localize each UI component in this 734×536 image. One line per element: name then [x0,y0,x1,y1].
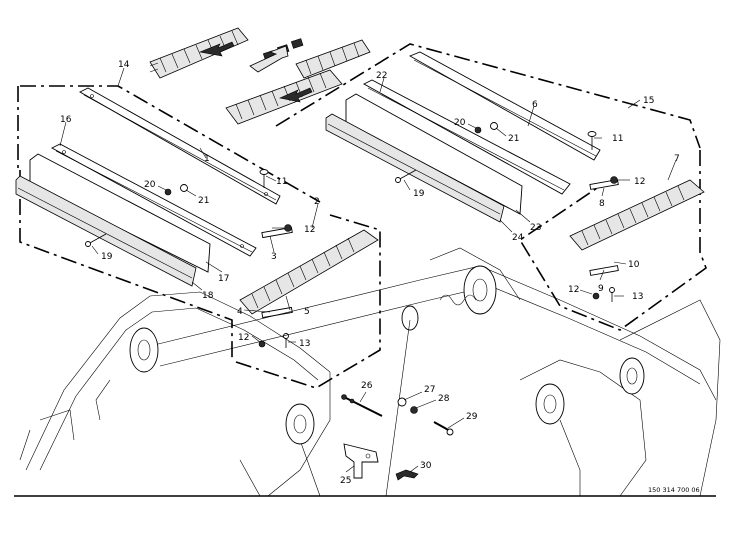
callout-12d: 12 [568,285,579,295]
nut-icon-12c [610,176,618,184]
strip-part-18 [15,175,197,287]
callout-2: 2 [314,197,320,207]
strip-part-24 [325,113,505,223]
callout-19a: 19 [101,252,113,262]
callout-15: 15 [643,96,654,106]
callout-20b: 20 [454,118,466,128]
arrow-icon-large-down-left [249,45,289,73]
callout-13b: 13 [632,292,643,302]
pulley-icon-left [129,327,159,373]
callout-21b: 21 [508,134,519,144]
washer-part-28 [410,406,418,414]
rail-part-16 [51,143,257,257]
rail-part-6 [408,51,601,161]
callout-4: 4 [237,307,243,317]
callout-25: 25 [340,476,351,486]
callout-27: 27 [424,385,435,395]
slat-assembly-left [239,226,379,319]
callout-13a: 13 [299,339,310,349]
bolt-part-29 [433,421,454,436]
bolt-icon-11b [587,131,597,150]
slat-strip-upper [149,27,249,79]
callout-11a: 11 [276,177,287,187]
leader-lines [59,67,677,473]
rail-part-22 [363,79,571,195]
drawing-code: 150 314 700 06 [648,486,700,494]
pulley-icon-right-low [535,383,565,425]
callout-21a: 21 [198,196,209,206]
nut-icon-20b [474,126,482,134]
callout-1: 1 [204,154,210,164]
callout-19b: 19 [413,189,425,199]
callout-11b: 11 [612,134,623,144]
washer-icon-21b [490,122,498,130]
arrow-icon-left-down-2 [279,87,313,103]
callout-9: 9 [598,284,604,294]
nut-icon-12a [284,224,292,232]
callout-28: 28 [438,394,450,404]
bolt-icon-11a [259,169,269,188]
callout-29: 29 [466,412,478,422]
callout-14: 14 [118,60,130,70]
panel-part-17 [29,153,211,273]
callout-7: 7 [674,154,680,164]
pulley-icon-far-right [619,357,645,395]
callout-12b: 12 [238,333,249,343]
frame-group-14 [17,85,381,389]
rail-part-1 [79,87,281,205]
callout-8: 8 [599,199,605,209]
callout-6: 6 [532,100,538,110]
pulley-icon-mid [401,305,419,331]
panel-part-23 [345,93,523,215]
machine-frame [19,247,721,497]
bolt-icon-13b [609,287,615,302]
lever-part-30 [395,469,419,481]
callout-17: 17 [218,274,229,284]
washer-part-27 [397,397,407,407]
slat-strip-right [295,39,371,79]
turnbuckle-part-26 [341,394,383,417]
callout-20a: 20 [144,180,156,190]
callout-26: 26 [361,381,373,391]
nut-icon-12d [592,292,600,300]
callout-16: 16 [60,115,72,125]
pulley-icon-center [285,403,315,445]
callout-24: 24 [512,233,524,243]
screw-icon-19b [395,169,417,183]
frame-group-15 [275,43,707,331]
screw-icon-19a [85,233,107,247]
arrow-icon-left-down [198,41,235,57]
washer-icon-21a [180,184,188,192]
callout-10: 10 [628,260,640,270]
callout-30: 30 [420,461,432,471]
callout-labels: 1 2 3 4 5 6 7 8 9 10 11 11 12 12 12 12 1… [60,60,680,486]
nut-icon-20a [164,188,172,196]
callout-12a: 12 [304,225,315,235]
callout-18: 18 [202,291,214,301]
conveyor-direction-illustration [149,27,371,125]
bracket-part-25 [343,443,379,479]
callout-23: 23 [530,223,541,233]
spring-line [385,294,477,497]
callout-5: 5 [304,307,310,317]
callout-22: 22 [376,71,387,81]
pulley-icon-top-right [463,265,497,315]
callout-12c: 12 [634,177,645,187]
callout-3: 3 [271,252,277,262]
